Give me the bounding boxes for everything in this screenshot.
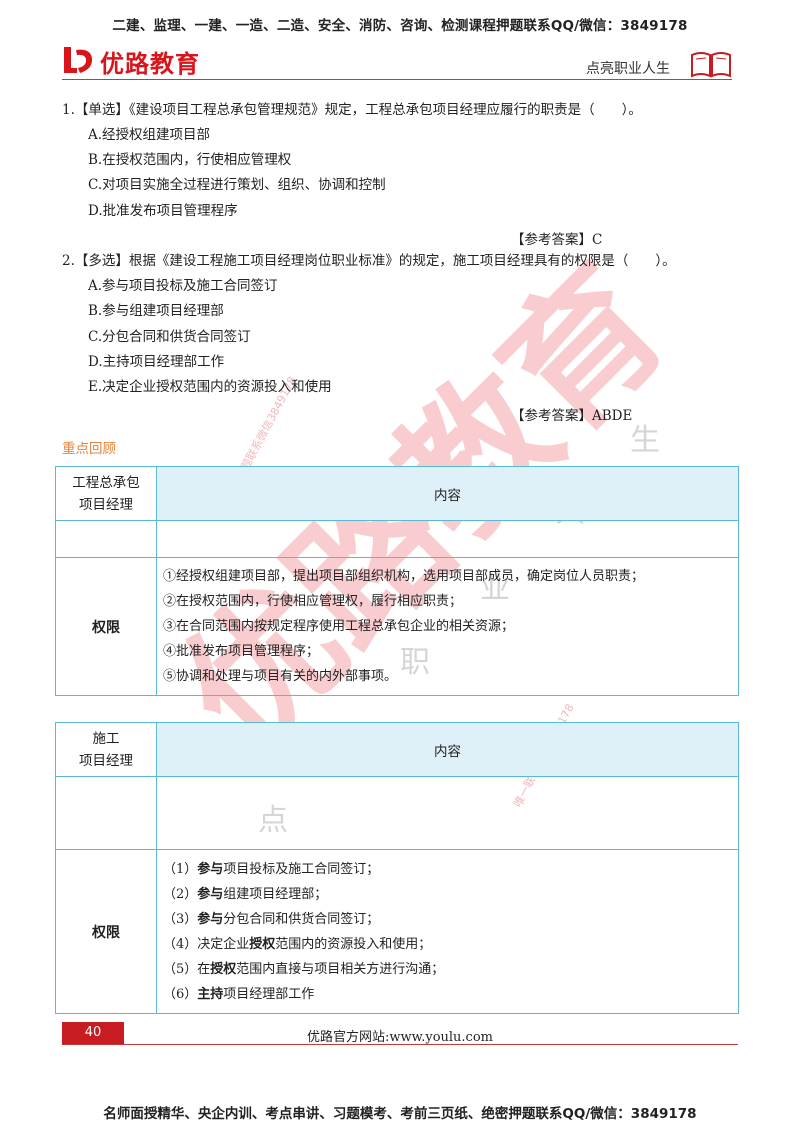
table-empty-row: [55, 776, 739, 850]
authority-item: （3）参与分包合同和供货合同签订；: [163, 911, 380, 927]
review-section-title: 重点回顾: [62, 441, 116, 457]
bottom-banner: 名师面授精华、央企内训、考点串讲、习题模考、考前三页纸、绝密押题联系QQ/微信：…: [103, 1106, 697, 1122]
footer-divider: [62, 1044, 738, 1045]
logo: 优路教育: [62, 44, 200, 78]
header-role-line-2: 项目经理: [79, 496, 133, 513]
question-2-option-e: E.决定企业授权范围内的资源投入和使用: [88, 379, 332, 395]
top-banner: 二建、监理、一建、一造、二造、安全、消防、咨询、检测课程押题联系QQ/微信：38…: [112, 18, 688, 34]
table-header-role: 工程总承包 项目经理: [55, 466, 157, 521]
header-role-line-2: 项目经理: [79, 752, 133, 769]
question-2-option-b: B.参与组建项目经理部: [88, 303, 224, 319]
table-empty-cell: [55, 520, 157, 558]
question-1-option-c: C.对项目实施全过程进行策划、组织、协调和控制: [88, 177, 386, 193]
authority-item: （5）在授权范围内直接与项目相关方进行沟通；: [163, 961, 445, 977]
header-divider: [62, 79, 732, 80]
question-2-option-c: C.分包合同和供货合同签订: [88, 329, 251, 345]
authority-content: （1）参与项目投标及施工合同签订； （2）参与组建项目经理部； （3）参与分包合…: [156, 849, 739, 1014]
watermark-slogan-char-6: 生: [630, 423, 660, 458]
authority-item: （6）主持项目经理部工作: [163, 986, 315, 1002]
question-1-answer: 【参考答案】C: [511, 232, 603, 248]
table-empty-cell: [156, 776, 739, 850]
authority-item: ④批准发布项目管理程序；: [163, 644, 320, 659]
logo-text: 优路教育: [100, 49, 200, 78]
question-1-option-d: D.批准发布项目管理程序: [88, 203, 238, 219]
row-label-authority: 权限: [55, 849, 157, 1014]
table-empty-row: [55, 520, 739, 558]
table-row: 权限 ①经授权组建项目部，提出项目部组织机构，选用项目部成员，确定岗位人员职责；…: [55, 557, 739, 696]
table-empty-cell: [55, 776, 157, 850]
authority-item: ⑤协调和处理与项目有关的内外部事项。: [163, 669, 398, 684]
table-header-role: 施工 项目经理: [55, 722, 157, 777]
table-header-content: 内容: [156, 466, 739, 521]
question-2-stem: 2.【多选】根据《建设工程施工项目经理岗位职业标准》的规定，施工项目经理具有的权…: [62, 253, 676, 269]
table-header-row: 工程总承包 项目经理 内容: [55, 466, 739, 521]
table-header-content: 内容: [156, 722, 739, 777]
website-link[interactable]: 优路官方网站:www.youlu.com: [307, 1030, 493, 1045]
question-2-option-d: D.主持项目经理部工作: [88, 354, 225, 370]
question-1-option-a: A.经授权组建项目部: [88, 127, 211, 143]
header-slogan: 点亮职业人生: [586, 61, 670, 77]
row-label-authority: 权限: [55, 557, 157, 696]
youlu-logo-icon: [64, 47, 93, 73]
table-row: 权限 （1）参与项目投标及施工合同签订； （2）参与组建项目经理部； （3）参与…: [55, 849, 739, 1014]
header-role-line-1: 施工: [92, 730, 120, 747]
authority-item: （2）参与组建项目经理部；: [163, 886, 328, 902]
question-1-option-b: B.在授权范围内，行使相应管理权: [88, 152, 292, 168]
authority-item: ①经授权组建项目部，提出项目部组织机构，选用项目部成员，确定岗位人员职责；: [163, 569, 645, 584]
open-book-icon: [691, 52, 731, 78]
question-1-stem: 1.【单选】《建设项目工程总承包管理规范》规定，工程总承包项目经理应履行的职责是…: [62, 102, 642, 118]
table-header-row: 施工 项目经理 内容: [55, 722, 739, 777]
authority-item: ②在授权范围内，行使相应管理权，履行相应职责；: [163, 594, 463, 609]
table-empty-cell: [156, 520, 739, 558]
authority-item: （4）决定企业授权范围内的资源投入和使用；: [163, 936, 432, 952]
header-role-line-1: 工程总承包: [72, 474, 140, 491]
review-table-general-contractor: 工程总承包 项目经理 内容 权限 ①经授权组建项目部，提出项目部组织机构，选用项…: [55, 466, 739, 696]
page-number: 40: [62, 1022, 124, 1044]
authority-item: （1）参与项目投标及施工合同签订；: [163, 861, 380, 877]
question-2-answer: 【参考答案】ABDE: [511, 408, 633, 424]
authority-content: ①经授权组建项目部，提出项目部组织机构，选用项目部成员，确定岗位人员职责； ②在…: [156, 557, 739, 696]
authority-item: ③在合同范围内按规定程序使用工程总承包企业的相关资源；: [163, 619, 515, 634]
question-2-option-a: A.参与项目投标及施工合同签订: [88, 278, 278, 294]
review-table-construction-manager: 施工 项目经理 内容 权限 （1）参与项目投标及施工合同签订； （2）参与组建项…: [55, 722, 739, 1014]
